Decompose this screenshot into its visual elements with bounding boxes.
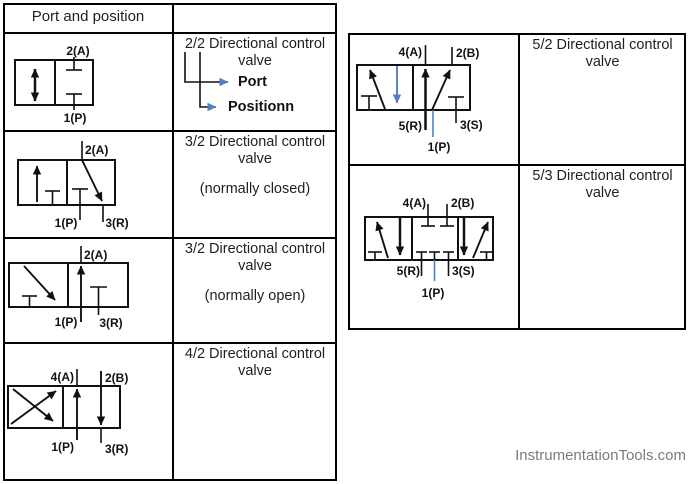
blocked-port-icon bbox=[368, 251, 382, 260]
port-label-1P: 1(P) bbox=[55, 216, 78, 230]
desc-5-3: 5/3 Directional control valve bbox=[520, 168, 685, 202]
left-table-header: Port and position bbox=[31, 8, 145, 25]
desc-3-2-nc-subtitle: (normally closed) bbox=[199, 181, 311, 197]
blocked-port-icon bbox=[480, 251, 493, 260]
flow-arrow bbox=[472, 221, 489, 259]
blocked-port-icon bbox=[361, 95, 377, 110]
port-label-2B: 2(B) bbox=[456, 46, 479, 60]
port-label-2B: 2(B) bbox=[451, 196, 474, 210]
port-label-3S: 3(S) bbox=[452, 264, 475, 278]
port-label-4A: 4(A) bbox=[51, 370, 74, 384]
valve-2-2-symbol: 2(A) 1(P) bbox=[14, 44, 94, 125]
desc-5-2-line1: 5/2 Directional control bbox=[532, 37, 673, 53]
desc-3-2-no-subtitle: (normally open) bbox=[204, 288, 306, 304]
port-label-2A: 2(A) bbox=[84, 248, 107, 262]
desc-5-3-line2: valve bbox=[585, 185, 620, 201]
callout-port-label: Port bbox=[238, 74, 267, 90]
desc-5-2-line2: valve bbox=[585, 54, 620, 70]
port-label-1P: 1(P) bbox=[55, 315, 78, 329]
left-table-row-divider-2 bbox=[5, 130, 335, 132]
desc-3-2-no-line2: valve bbox=[238, 258, 272, 274]
position-callout-arrow bbox=[199, 52, 217, 112]
desc-5-3-line1: 5/3 Directional control bbox=[532, 168, 673, 184]
flow-arrow bbox=[10, 390, 57, 425]
blocked-port-icon bbox=[22, 295, 37, 307]
flow-arrow bbox=[369, 69, 386, 110]
valve-3-2-no-symbol: 2(A) 1(P) 3(R) bbox=[8, 246, 129, 330]
desc-2-2: 2/2 Directional control valve bbox=[175, 36, 335, 70]
left-table-row-divider-3 bbox=[5, 237, 335, 239]
right-table bbox=[348, 33, 686, 330]
port-label-5R: 5(R) bbox=[397, 264, 420, 278]
desc-4-2: 4/2 Directional control valve bbox=[175, 346, 335, 380]
desc-3-2-nc-line1: 3/2 Directional control bbox=[184, 134, 326, 150]
callout-position-label: Positionn bbox=[228, 99, 295, 115]
blocked-port-icon bbox=[66, 57, 82, 71]
left-table bbox=[3, 3, 337, 481]
valve-5-3-symbol: 4(A) 2(B) 5(R) 3(S) 1(P) bbox=[364, 196, 494, 300]
blocked-port-icon bbox=[66, 93, 82, 110]
blocked-port-icon bbox=[440, 217, 454, 227]
port-label-2A: 2(A) bbox=[66, 44, 89, 58]
port-label-4A: 4(A) bbox=[403, 196, 426, 210]
flow-arrow bbox=[431, 69, 451, 111]
desc-4-2-line2: valve bbox=[238, 363, 272, 379]
desc-4-2-line1: 4/2 Directional control bbox=[184, 346, 326, 362]
port-label-3R: 3(R) bbox=[105, 442, 128, 456]
port-label-2A: 2(A) bbox=[85, 143, 108, 157]
desc-2-2-line1: 2/2 Directional control bbox=[184, 36, 326, 52]
port-label-5R: 5(R) bbox=[399, 119, 422, 133]
left-table-row-divider-1 bbox=[5, 32, 335, 34]
port-callout-arrow bbox=[184, 52, 229, 87]
flow-arrow bbox=[375, 221, 389, 259]
flow-arrow bbox=[81, 159, 103, 202]
flow-arrow bbox=[23, 265, 56, 301]
desc-3-2-nc-line2: valve bbox=[238, 151, 272, 167]
left-table-column-divider bbox=[172, 5, 174, 479]
port-label-3R: 3(R) bbox=[99, 316, 122, 330]
right-table-row-divider bbox=[350, 164, 684, 166]
port-label-1P: 1(P) bbox=[422, 286, 445, 300]
desc-3-2-no-line1: 3/2 Directional control bbox=[184, 241, 326, 257]
port-label-1P: 1(P) bbox=[64, 111, 87, 125]
watermark: InstrumentationTools.com bbox=[515, 447, 686, 464]
blocked-port-icon bbox=[429, 251, 440, 260]
left-table-row-divider-4 bbox=[5, 342, 335, 344]
right-table-column-divider bbox=[518, 35, 520, 328]
desc-3-2-nc: 3/2 Directional control valve (normally … bbox=[175, 134, 335, 198]
port-label-3S: 3(S) bbox=[460, 118, 483, 132]
valve-3-2-nc-symbol: 2(A) 1(P) 3(R) bbox=[17, 141, 129, 230]
blocked-port-icon bbox=[45, 190, 60, 205]
blocked-port-icon bbox=[90, 286, 107, 315]
valve-5-2-symbol: 4(A) 2(B) 5(R) 1(P) 3(S) bbox=[356, 45, 483, 154]
desc-2-2-line2: valve bbox=[238, 53, 272, 69]
blocked-port-icon bbox=[448, 96, 464, 123]
blocked-port-icon bbox=[421, 217, 435, 227]
desc-5-2: 5/2 Directional control valve bbox=[520, 37, 685, 71]
blocked-port-icon bbox=[416, 251, 427, 260]
flow-arrow bbox=[12, 388, 54, 422]
port-label-2B: 2(B) bbox=[105, 371, 128, 385]
port-label-1P: 1(P) bbox=[428, 140, 451, 154]
callout-arrows bbox=[184, 52, 229, 112]
blocked-port-icon bbox=[72, 188, 88, 220]
desc-3-2-no: 3/2 Directional control valve (normally … bbox=[175, 241, 335, 305]
blocked-port-icon bbox=[443, 251, 454, 260]
port-label-4A: 4(A) bbox=[399, 45, 422, 59]
port-label-1P: 1(P) bbox=[51, 440, 74, 454]
valve-4-2-symbol: 4(A) 2(B) 1(P) 3(R) bbox=[7, 369, 128, 456]
port-label-3R: 3(R) bbox=[105, 216, 128, 230]
